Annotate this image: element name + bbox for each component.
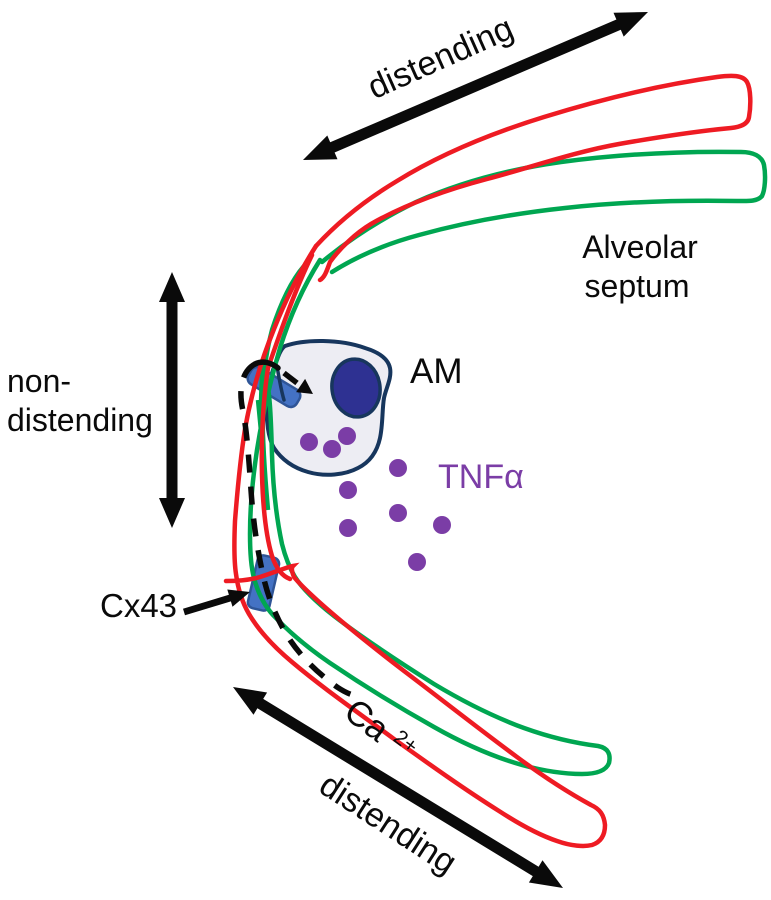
septum-red-inner-wall <box>259 252 315 582</box>
ca-dashed-path <box>238 361 354 698</box>
tnfa-dot <box>389 459 407 477</box>
cx43-label: Cx43 <box>100 587 177 624</box>
tnfa-dot <box>339 481 357 499</box>
am-nucleus <box>330 357 382 419</box>
ca-entry-arrowhead-icon <box>296 378 313 394</box>
tnfa-dot <box>339 519 357 537</box>
alveolar-septum-label-line1: Alveolar <box>582 229 698 265</box>
non-distending-arrow-icon <box>159 272 185 528</box>
tnfa-dot <box>389 504 407 522</box>
distending-arrow-bottom-icon <box>233 687 563 888</box>
cx43-pointer-arrow-icon <box>183 589 250 616</box>
tnfa-dot <box>300 433 318 451</box>
ca-entry-hook <box>252 359 281 371</box>
tnfa-dot <box>323 440 341 458</box>
non-distending-label-line2: distending <box>7 402 153 438</box>
septum-red-outer-wall-and-lower-band <box>223 243 608 849</box>
tnfa-dot <box>433 516 451 534</box>
tnfa-dot <box>338 427 356 445</box>
tnfa-dots <box>300 427 451 571</box>
septum-green-top-band <box>319 149 768 275</box>
septum-red-top-band <box>313 73 753 283</box>
am-label: AM <box>410 352 463 391</box>
tnfa-label: TNFα <box>438 458 524 496</box>
distending-arrow-top-icon <box>303 12 648 160</box>
septum-green-wall-and-lower-band <box>247 257 612 777</box>
alveolar-septum-label-line2: septum <box>585 268 690 304</box>
ca-entry-dash <box>282 370 299 386</box>
tnfa-dot <box>408 553 426 571</box>
distending-top-label: distending <box>362 9 519 107</box>
non-distending-label-line1: non- <box>7 363 71 399</box>
